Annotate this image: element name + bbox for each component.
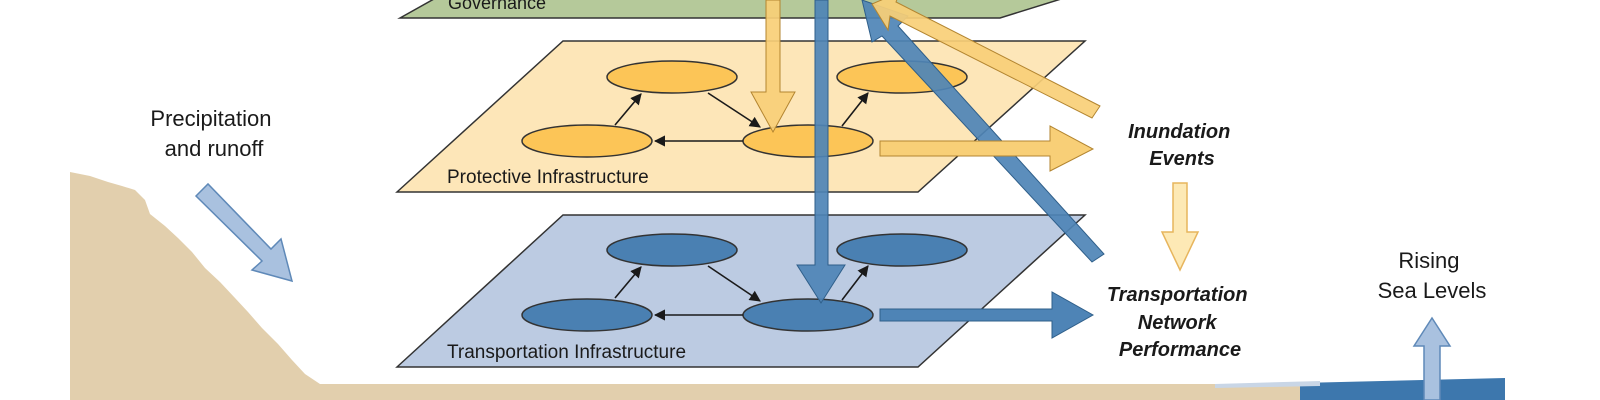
governance-label: Governance	[448, 0, 546, 13]
transportation-infrastructure-label: Transportation Infrastructure	[447, 342, 686, 363]
protective-node	[742, 124, 874, 158]
rising-sea-levels-label: Rising Sea Levels	[1378, 248, 1487, 303]
coastal-land	[70, 172, 1330, 400]
transportation-node	[521, 298, 653, 332]
precipitation-label: Precipitation and runoff	[150, 106, 277, 161]
transportation-link	[841, 265, 869, 301]
transportation-to-performance-arrow	[879, 291, 1095, 339]
protective-node	[521, 124, 653, 158]
sea-water	[1300, 378, 1505, 400]
protective-node	[606, 60, 738, 94]
inundation-events-label: Inundation Events	[1128, 121, 1236, 170]
sea-water-surface	[1215, 381, 1320, 388]
protective-link	[841, 92, 869, 127]
transportation-network-performance-label: Transportation Network Performance	[1107, 284, 1253, 361]
protective-link	[614, 93, 642, 126]
transportation-node	[742, 298, 874, 332]
governance-to-protective-arrow	[750, 0, 796, 134]
rising-sea-levels-arrow	[1412, 316, 1452, 400]
protective-link	[707, 92, 761, 128]
transportation-node	[606, 233, 738, 267]
governance-to-transportation-arrow	[796, 0, 846, 304]
transportation-node	[836, 233, 968, 267]
protective-to-inundation-arrow	[879, 125, 1095, 172]
protective-infrastructure-label: Protective Infrastructure	[447, 167, 649, 188]
inundation-to-governance-arrow	[871, 0, 1101, 119]
transportation-link	[614, 266, 642, 299]
transportation-link	[707, 265, 761, 302]
precipitation-arrow	[194, 182, 294, 283]
inundation-to-performance-arrow	[1160, 182, 1200, 272]
